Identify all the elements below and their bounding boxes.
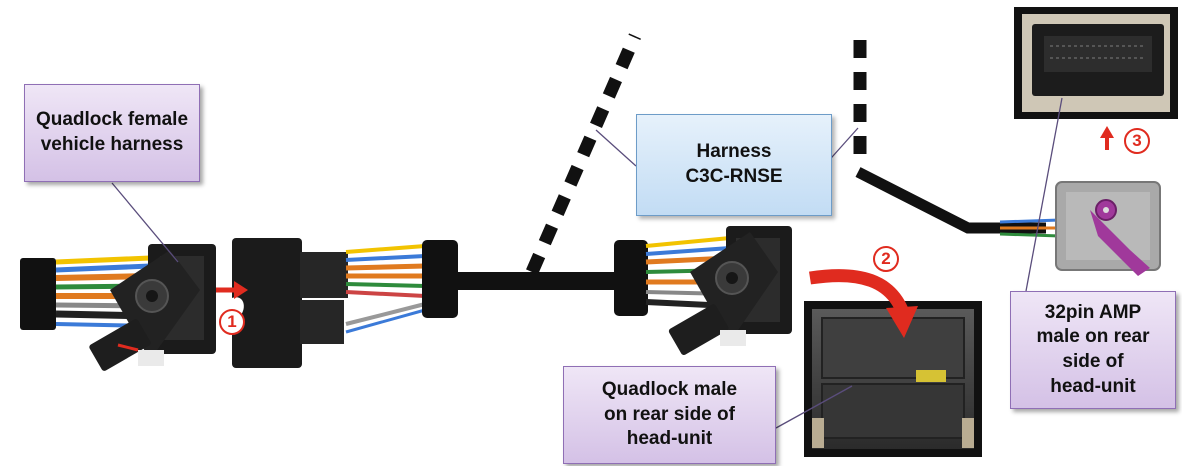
quadlock-male-line3: head-unit xyxy=(626,428,713,450)
amp-32pin-line2: male on rear xyxy=(1036,326,1150,348)
amp-cable-wires xyxy=(999,218,1061,238)
quadlock-female-line1: Quadlock female xyxy=(35,109,189,131)
harness-quadlock-male-plug xyxy=(228,238,458,368)
amp-32pin-line1: 32pin AMP xyxy=(1044,301,1142,323)
harness-callout: Harness C3C-RNSE xyxy=(636,114,832,216)
quadlock-female-connector xyxy=(20,244,216,371)
amp-32pin-callout: 32pin AMP male on rear side of head-unit xyxy=(1010,291,1176,409)
step-3-arrow xyxy=(1100,126,1114,150)
quadlock-male-line1: Quadlock male xyxy=(601,378,738,400)
head-unit-quadlock-photo xyxy=(804,301,982,457)
step-1-arrow xyxy=(216,281,248,299)
amp-32pin-photo xyxy=(1014,7,1178,119)
quadlock-female-callout: Quadlock female vehicle harness xyxy=(24,84,200,182)
amp-32pin-connector xyxy=(1055,181,1161,276)
quadlock-female-connector-2 xyxy=(645,226,792,356)
step-3-badge: 3 xyxy=(1124,128,1150,154)
harness-line1: Harness xyxy=(696,141,772,163)
quadlock-female-line2: vehicle harness xyxy=(40,134,184,155)
amp-cable xyxy=(855,167,1046,234)
quadlock-male-callout: Quadlock male on rear side of head-unit xyxy=(563,366,776,464)
amp-32pin-line3: side of xyxy=(1062,351,1124,372)
harness-dashed-cable-left xyxy=(526,33,641,275)
main-cable xyxy=(456,272,622,290)
step-2-badge: 2 xyxy=(873,246,899,272)
step-1-badge: 1 xyxy=(219,309,245,335)
step-2-arrow xyxy=(809,269,918,338)
harness-line2: C3C-RNSE xyxy=(685,166,783,187)
callout-leaders xyxy=(111,97,1063,429)
amp-32pin-line4: head-unit xyxy=(1050,375,1136,397)
quadlock-male-line2: on rear side of xyxy=(604,403,735,425)
adapter-wires xyxy=(345,244,426,334)
cable-end-connector xyxy=(614,240,648,316)
